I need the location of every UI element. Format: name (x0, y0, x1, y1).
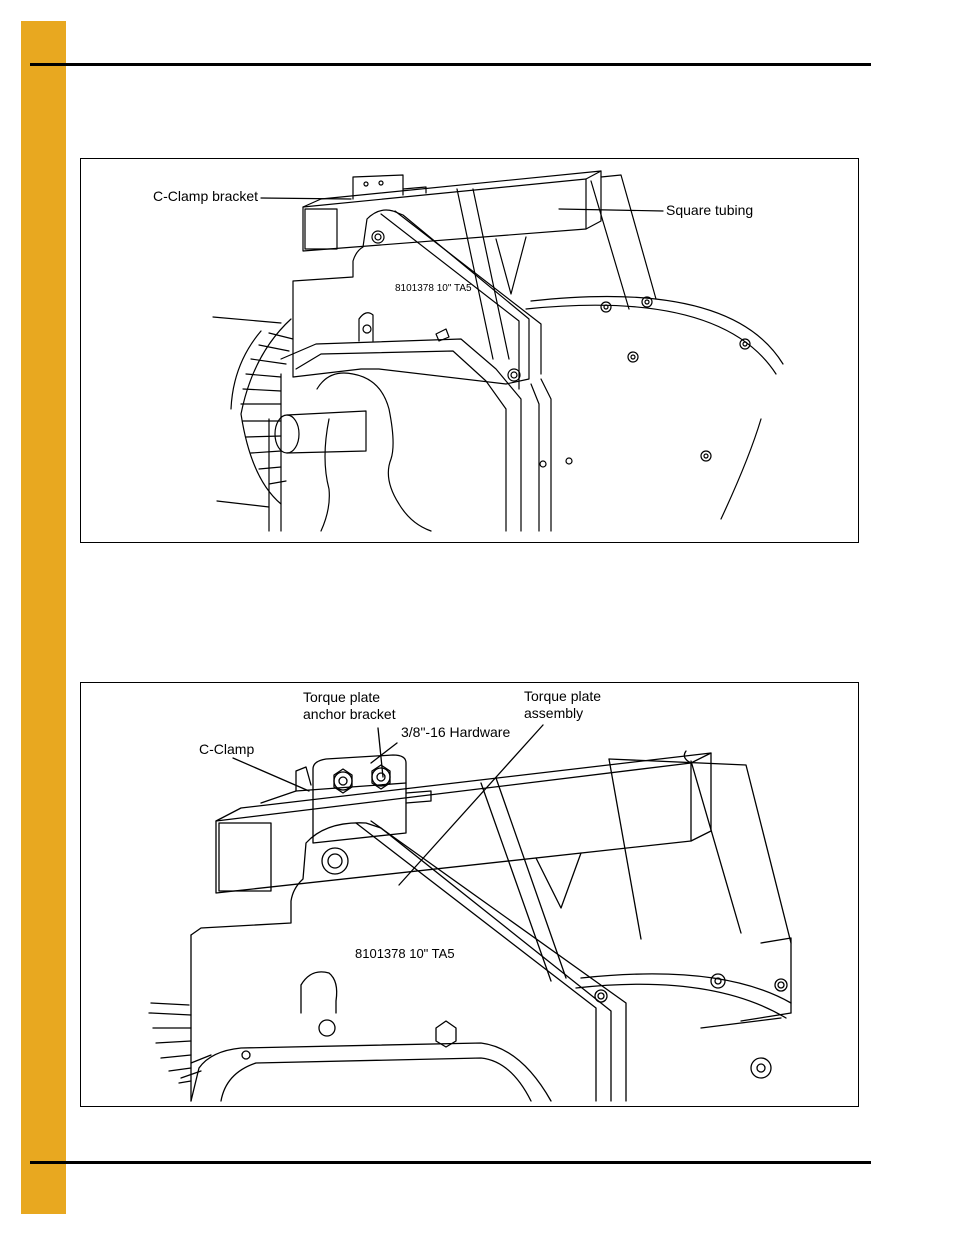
footer-rule (30, 1161, 871, 1164)
figure-1-line-art (212, 170, 784, 532)
anchor-bracket-label-line2: anchor bracket (303, 706, 396, 722)
figure-2-line-art (148, 724, 792, 1102)
side-tab (21, 21, 66, 1214)
plate-stamp: 8101378 10" TA5 (355, 946, 455, 961)
c-clamp-bracket-label: C-Clamp bracket (153, 188, 259, 204)
square-tubing-label: Square tubing (666, 202, 754, 218)
plate-stamp: 8101378 10" TA5 (395, 283, 472, 294)
hardware-label: 3/8"-16 Hardware (401, 724, 511, 740)
c-clamp-label: C-Clamp (199, 741, 255, 757)
header-rule (30, 63, 871, 66)
anchor-bracket-label-line1: Torque plate (303, 689, 381, 705)
assembly-label-line1: Torque plate (524, 688, 602, 704)
figure-2-torque-plate-assembly: Torque plate anchor bracket Torque plate… (80, 682, 859, 1107)
assembly-label-line2: assembly (524, 705, 584, 721)
figure-1-c-clamp-bracket: C-Clamp bracket Square tubing 8101378 10… (80, 158, 859, 543)
